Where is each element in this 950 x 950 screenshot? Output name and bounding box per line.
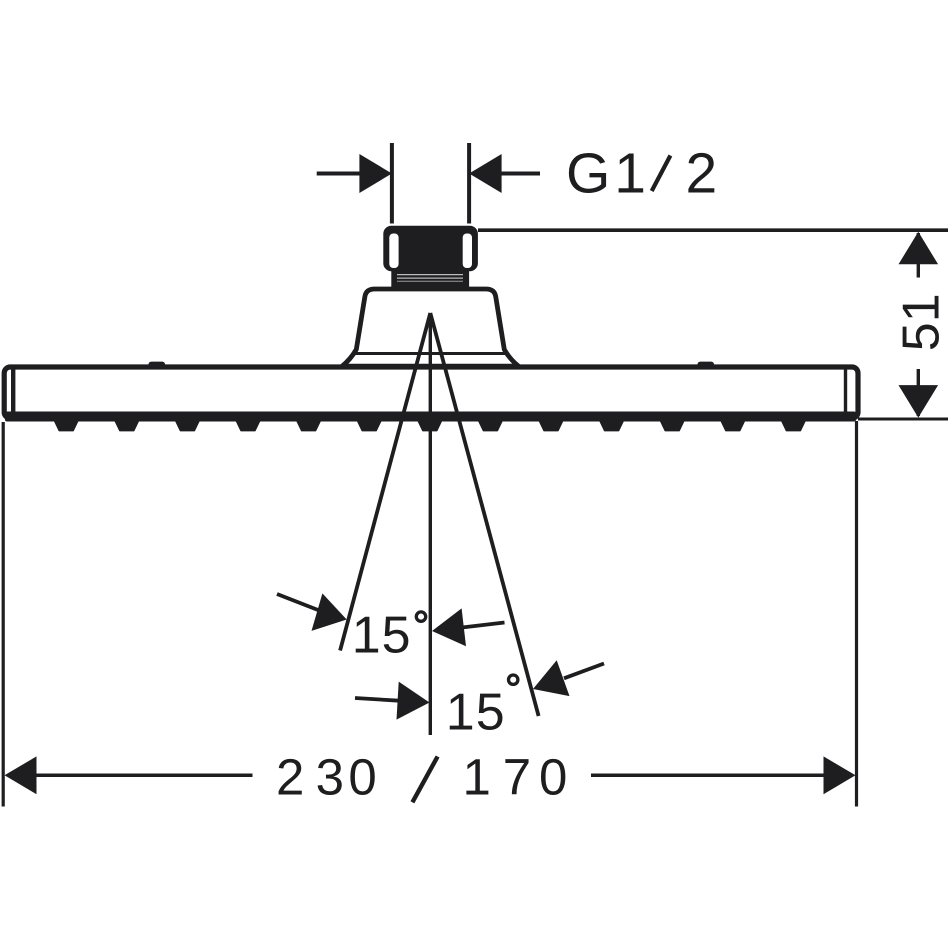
svg-text:230: 230: [276, 748, 377, 805]
svg-text:170: 170: [463, 748, 568, 805]
svg-text:15: 15: [446, 684, 506, 742]
svg-text:51: 51: [893, 293, 950, 351]
svg-text:15: 15: [352, 607, 412, 665]
svg-text:2: 2: [686, 142, 718, 206]
svg-text:G1: G1: [566, 142, 646, 206]
